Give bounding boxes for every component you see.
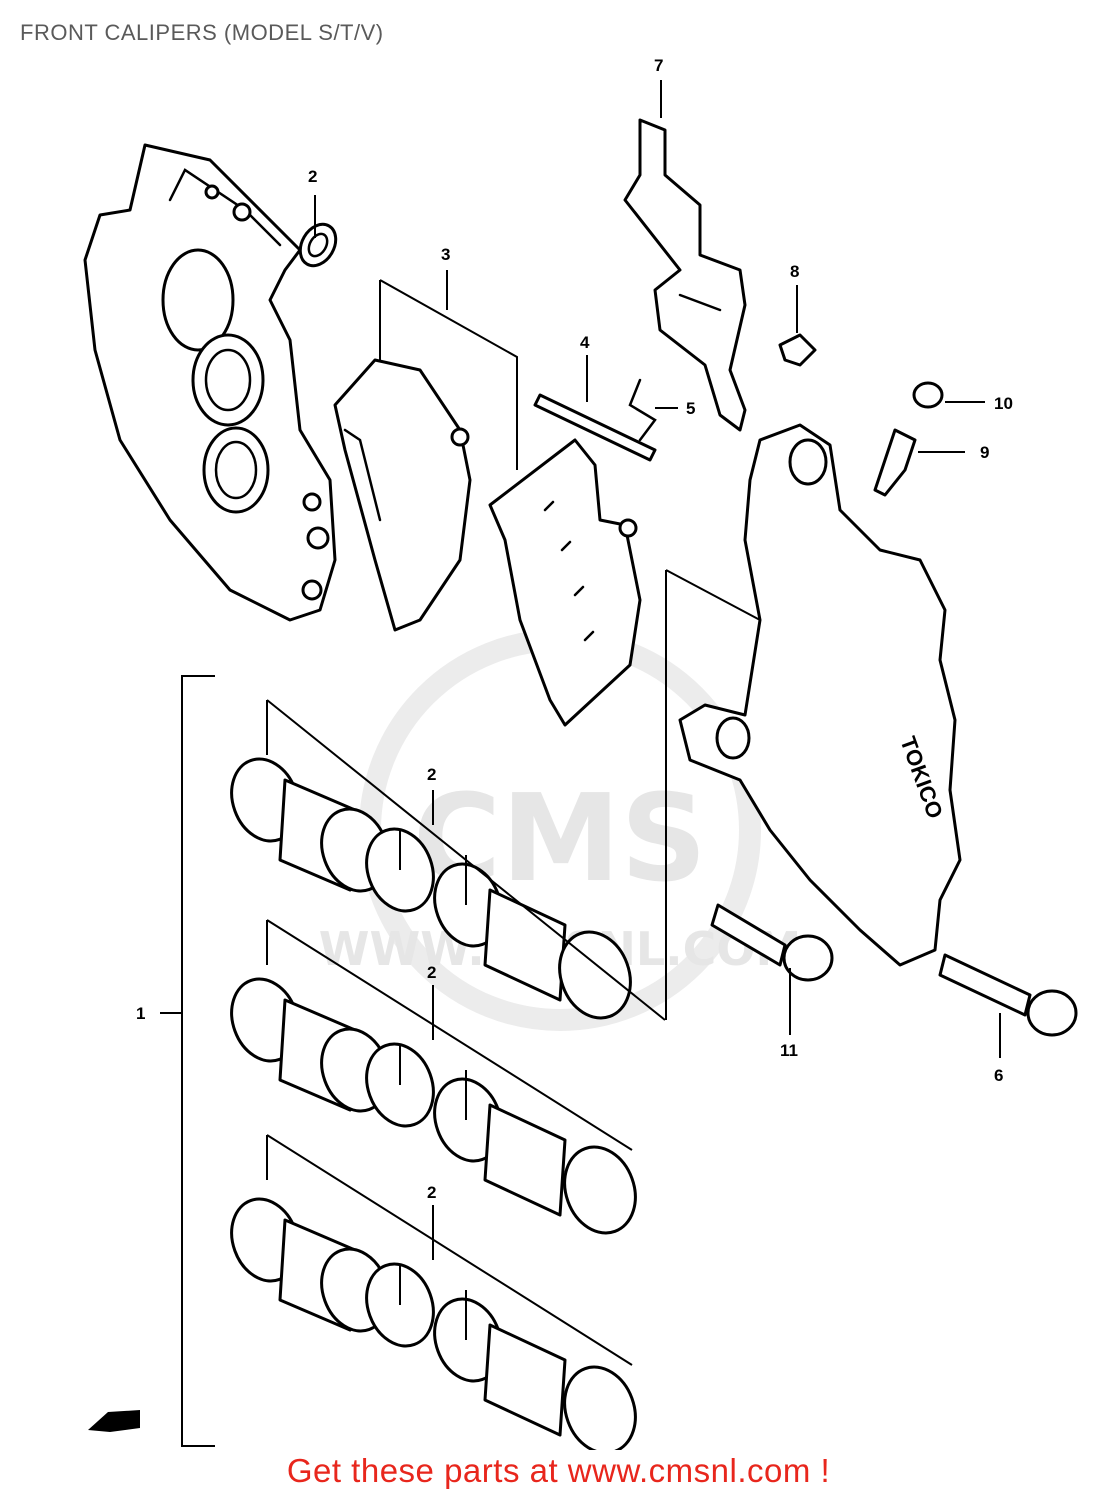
callout-11: 11	[780, 1041, 798, 1060]
piston-set-row-2	[230, 977, 637, 1235]
callout-3: 3	[441, 245, 450, 264]
part-7-bracket	[623, 118, 747, 432]
callout-7: 7	[654, 56, 663, 75]
footer-link-text[interactable]: Get these parts at www.cmsnl.com !	[286, 1452, 831, 1489]
callout-6: 6	[994, 1066, 1003, 1085]
part-5-clip	[628, 378, 657, 442]
callout-2-top: 2	[308, 167, 317, 186]
diagram-title: FRONT CALIPERS (MODEL S/T/V)	[20, 20, 384, 45]
part-3-pad-front	[333, 358, 472, 632]
part-11-bolt	[710, 903, 834, 982]
part-2-seal-top	[298, 222, 338, 268]
piston-set-row-3	[230, 1197, 637, 1450]
callout-10: 10	[994, 394, 1013, 413]
left-caliper-half	[83, 143, 337, 622]
leader-lines	[160, 80, 1001, 1447]
callout-2-row2: 2	[427, 963, 436, 982]
callout-8: 8	[790, 262, 799, 281]
callout-2-row3: 2	[427, 1183, 436, 1202]
front-direction-arrow-icon	[88, 1410, 140, 1432]
callout-1: 1	[136, 1004, 145, 1023]
part-9-bleeder	[873, 428, 917, 497]
part-3-pad-rear	[488, 438, 642, 727]
parts-diagram: CMS WWW.CMSNL.COM	[83, 56, 1078, 1450]
callout-2-row1: 2	[427, 765, 436, 784]
callouts: 1 2 2 2 2 3 4 5 6 7 8 9 10 11	[136, 56, 1013, 1202]
right-caliper-half: TOKICO	[678, 423, 962, 967]
callout-5: 5	[686, 399, 695, 418]
part-6-bolt	[938, 953, 1078, 1037]
piston-set-row-1	[230, 757, 632, 1020]
callout-4: 4	[580, 333, 590, 352]
part-4-pin	[533, 393, 657, 462]
callout-9: 9	[980, 443, 989, 462]
part-8-bolt	[778, 333, 817, 367]
part-10-cap	[912, 381, 944, 409]
